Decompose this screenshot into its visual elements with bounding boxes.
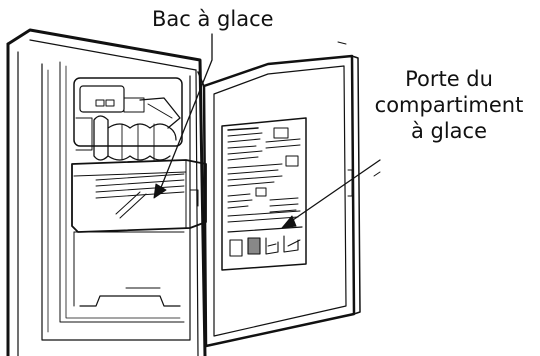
ice-door-label-line2: compartiment [364,92,534,118]
ice-bin-label: Bac à glace [152,6,274,32]
instruction-label [222,118,306,270]
ice-door-label-line3: à glace [364,118,534,144]
ice-door-label: Porte du compartiment à glace [364,66,534,144]
ice-maker [74,78,182,160]
detail-mark [374,172,380,176]
detail-mark [338,42,346,44]
ice-door-label-line1: Porte du [364,66,534,92]
ice-bin [72,160,206,232]
